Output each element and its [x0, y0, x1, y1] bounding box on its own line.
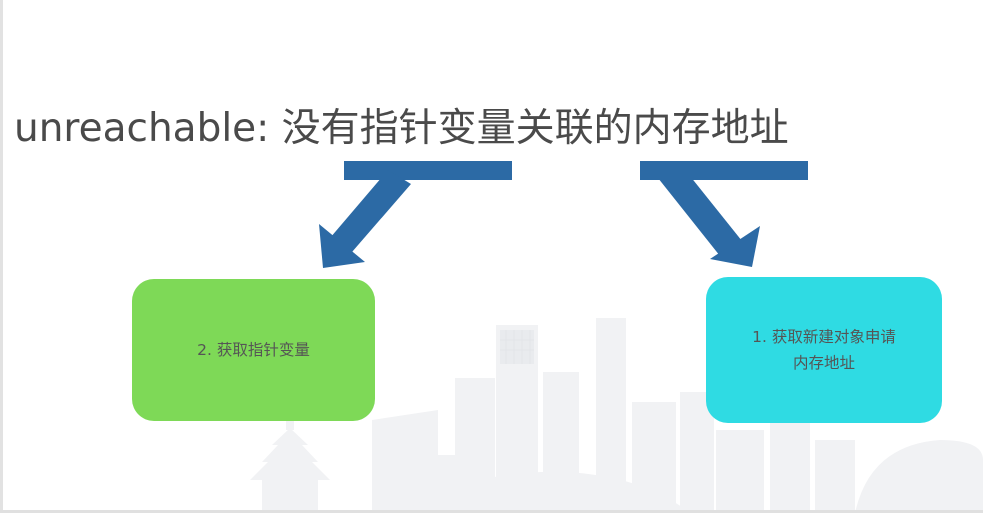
- get-new-object-address-box: 1. 获取新建对象申请内存地址: [706, 277, 942, 423]
- left-arrow: [319, 161, 512, 268]
- get-pointer-variable-box: 2. 获取指针变量: [132, 279, 375, 421]
- right-arrow: [640, 161, 808, 267]
- get-new-object-address-label: 1. 获取新建对象申请内存地址: [749, 324, 899, 376]
- get-pointer-variable-label: 2. 获取指针变量: [197, 337, 310, 363]
